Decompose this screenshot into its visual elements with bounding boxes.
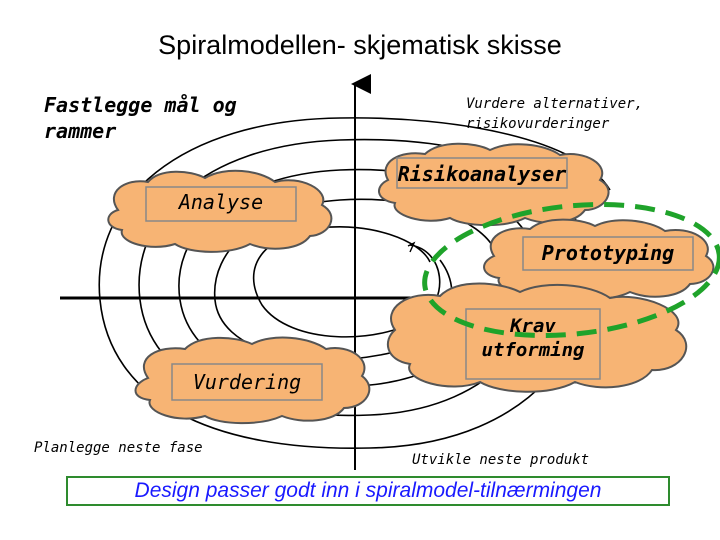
quadrant-label-top-right: Vurdere alternativer, risikovurderinger [466, 96, 644, 132]
cloud-label-analyse: Analyse [178, 190, 264, 214]
cloud-label-krav-utforming: Krav utforming [481, 315, 585, 361]
cloud-label-prototyping: Prototyping [541, 241, 675, 265]
caption-box: Design passer godt inn i spiralmodel-til… [66, 476, 670, 506]
cloud-vurdering [134, 336, 371, 425]
cloud-risikoanalyser [378, 142, 610, 227]
page-title: Spiralmodellen- skjematisk skisse [158, 30, 562, 60]
highlight-ellipse [422, 201, 720, 339]
quadrant-label-top-left: Fastlegge mål og rammer [44, 93, 237, 143]
cloud-label-risikoanalyser: Risikoanalyser [397, 162, 567, 186]
spiral-arrow [407, 241, 416, 253]
quadrant-label-bottom-left: Planlegge neste fase [34, 440, 203, 456]
cloud-krav-utforming [386, 282, 688, 393]
quadrant-label-bottom-right: Utvikle neste produkt [412, 452, 590, 468]
cloud-label-vurdering: Vurdering [192, 370, 302, 394]
cloud-analyse [107, 169, 333, 253]
